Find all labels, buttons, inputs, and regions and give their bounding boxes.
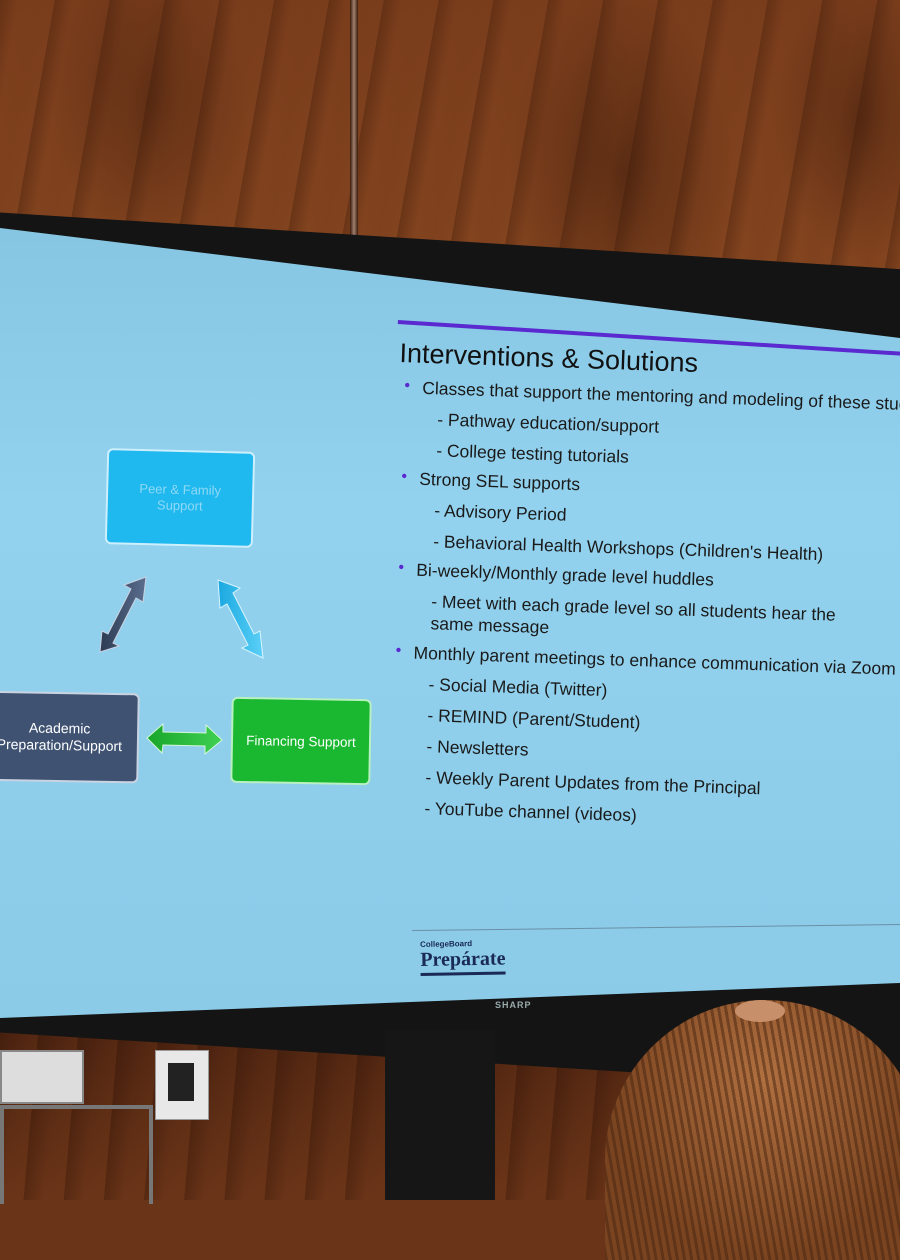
hair-tie	[735, 1000, 785, 1022]
wall-thermostat	[155, 1050, 209, 1120]
peer-family-support-box: Peer & Family Support	[104, 448, 256, 548]
arrow-peer-financing	[217, 579, 264, 659]
financing-support-label: Financing Support	[246, 732, 356, 750]
financing-support-box: Financing Support	[230, 696, 372, 786]
metal-cart	[0, 1105, 153, 1204]
thermostat-display	[168, 1063, 194, 1101]
wall-seam	[350, 0, 358, 260]
tv-stand	[385, 1030, 495, 1200]
diagram-arrows	[99, 576, 264, 756]
arrow-peer-academic	[99, 576, 147, 653]
tv-screen	[0, 228, 900, 1018]
mixer-device	[0, 1050, 84, 1104]
academic-preparation-label: Academic Preparation/Support	[0, 718, 123, 755]
arrow-academic-financing	[146, 722, 223, 756]
slide: Interventions & Solutions Classes that s…	[0, 0, 900, 1200]
peer-family-support-label: Peer & Family Support	[139, 480, 222, 514]
tv-brand: SHARP	[495, 1000, 532, 1010]
academic-preparation-box: Academic Preparation/Support	[0, 690, 140, 784]
